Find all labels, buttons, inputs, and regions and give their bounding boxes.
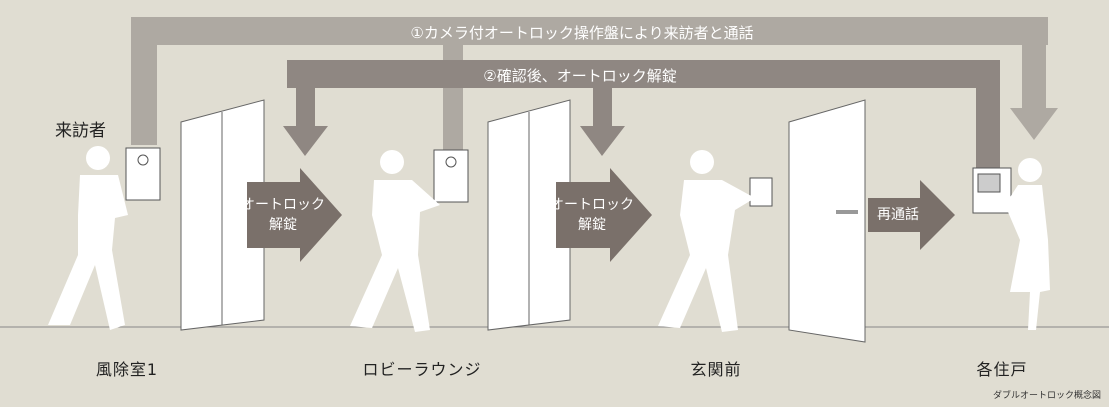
visitor-figure-3 — [658, 150, 755, 332]
visitor-figure-1 — [48, 146, 128, 330]
door-arrow-label-1: オートロック 解錠 — [241, 197, 325, 233]
visitor-label: 来訪者 — [55, 121, 106, 141]
flow-arrow-1 — [131, 17, 1058, 150]
door-intercom — [749, 177, 773, 207]
location-label-2: ロビーラウンジ — [362, 360, 482, 379]
door-arrow-label-2: オートロック 解錠 — [550, 197, 634, 233]
intercom-panels — [125, 147, 1012, 214]
door-3 — [788, 99, 866, 343]
person-silhouettes — [48, 146, 1050, 332]
door-arrows — [247, 168, 955, 262]
door-arrow-label-3: 再通話 — [877, 207, 919, 223]
location-label-4: 各住戸 — [976, 360, 1028, 379]
diagram-caption: ダブルオートロック概念図 — [992, 391, 1101, 401]
location-label-3: 玄関前 — [690, 360, 742, 379]
visitor-figure-2 — [350, 150, 440, 332]
doors — [180, 99, 866, 343]
flow-arrow-2 — [283, 60, 1000, 168]
location-label-1: 風除室1 — [95, 360, 159, 379]
resident-figure — [1005, 158, 1050, 330]
flow-1-label: ①カメラ付オートロック操作盤により来訪者と通話 — [410, 24, 754, 42]
flow-2-label: ②確認後、オートロック解錠 — [483, 67, 677, 85]
